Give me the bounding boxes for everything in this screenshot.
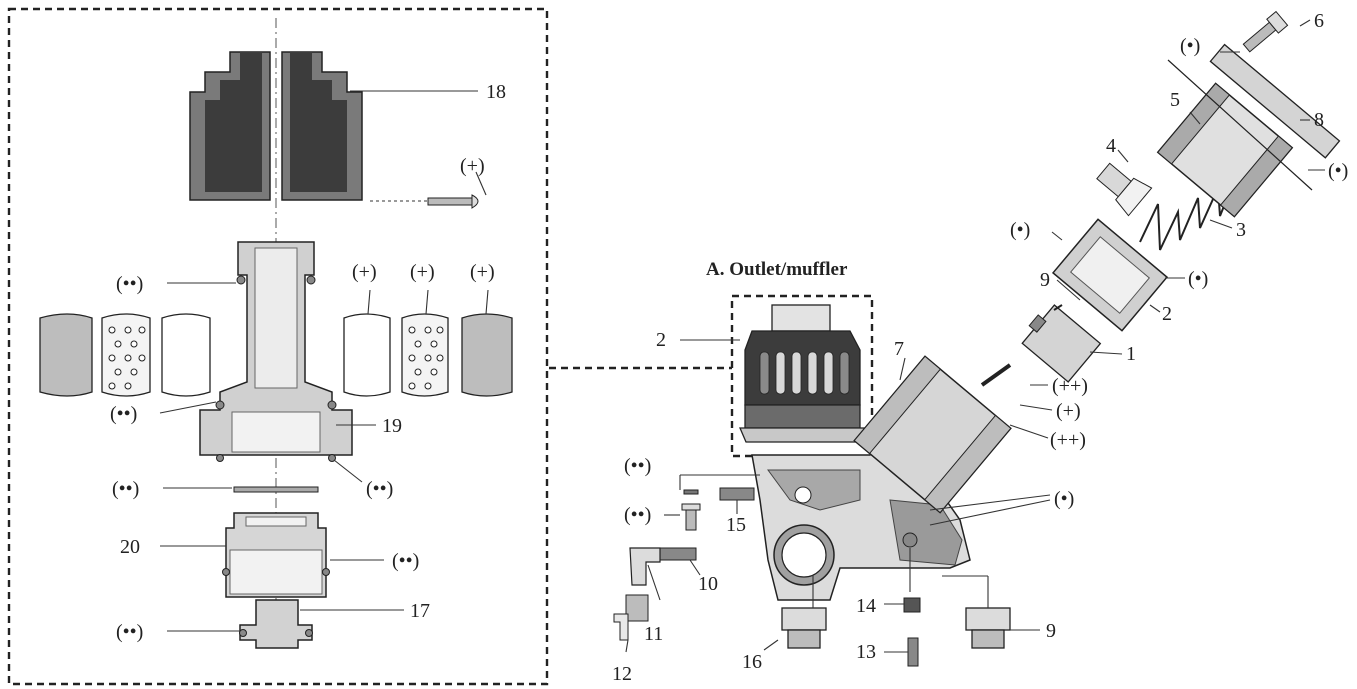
part-18-muffler-cap [189,51,363,201]
symbol-dot-2: (•) [1328,160,1348,182]
symbol-double-dot-8: (••) [624,504,651,526]
part-10-nipple [659,547,697,561]
left-leader-lines [159,90,489,632]
symbol-double-dot-7: (••) [624,455,651,477]
part-16-plug [781,607,827,649]
label-11: 11 [644,623,663,645]
label-9-lower: 9 [1046,620,1056,642]
label-6: 6 [1314,10,1324,32]
part-8-bracket [1209,43,1341,159]
part-11-elbow [629,547,661,586]
part-14-plug [903,597,921,613]
symbol-dot-3: (•) [1010,219,1030,241]
label-18: 18 [486,81,506,103]
label-8: 8 [1314,109,1324,131]
symbol-plus-1: (+) [352,261,377,283]
muffler-callout-box [730,294,874,458]
symbol-double-dot-4: (••) [366,478,393,500]
small-bolt-double-dot [681,503,701,531]
symbol-double-dot-3: (••) [112,478,139,500]
label-9-upper: 9 [1040,269,1050,291]
gasket-plate [1167,59,1313,191]
small-washer [683,489,699,495]
filter-sleeves-left [39,313,211,397]
part-2-muffler-assembled [739,304,867,443]
part-20-adapter [222,512,330,598]
part-7-bonnet [853,355,1012,514]
symbol-dot-4: (•) [1188,268,1208,290]
label-20: 20 [120,536,140,558]
symbol-double-plus-1: (++) [1052,375,1088,397]
diaphragm-ring [980,363,1012,387]
label-15: 15 [726,514,746,536]
label-5: 5 [1170,89,1180,111]
label-14: 14 [856,595,876,617]
symbol-dot-1: (•) [1180,35,1200,57]
label-4: 4 [1106,135,1116,157]
symbol-double-dot-5: (••) [392,550,419,572]
label-2-left: 2 [656,329,666,351]
part-19-muffler-tube [199,241,353,462]
gasket-thin [233,486,319,493]
part-15-fitting [719,487,755,501]
cap-screw-icon [370,194,479,209]
label-3: 3 [1236,219,1246,241]
label-16: 16 [742,651,762,673]
part-13-screw [907,637,919,667]
label-7: 7 [894,338,904,360]
label-10: 10 [698,573,718,595]
symbol-double-dot-6: (••) [116,621,143,643]
symbol-plus-2: (+) [410,261,435,283]
muffler-detail-frame [7,7,549,686]
symbol-plus-4: (+) [1056,400,1081,422]
symbol-plus-3: (+) [470,261,495,283]
part-17-bottom-plug [239,599,313,649]
label-13: 13 [856,641,876,663]
small-ring [1053,304,1063,311]
label-2-right: 2 [1162,303,1172,325]
label-12: 12 [612,663,632,685]
right-leader-lines [625,19,1325,653]
outlet-muffler-title: A. Outlet/muffler [706,259,848,280]
symbol-double-plus-2: (++) [1050,429,1086,451]
part-2-upper-flange [1051,218,1169,332]
symbol-plus-cap: (+) [460,155,485,177]
part-4-screw-icon [1096,162,1153,217]
symbol-dot-5: (•) [1054,488,1074,510]
part-9-plug [965,607,1011,649]
filter-sleeves-right [343,313,513,397]
label-1: 1 [1126,343,1136,365]
label-19: 19 [382,415,402,437]
part-12-valve [613,594,649,641]
label-17: 17 [410,600,430,622]
symbol-double-dot-1: (••) [116,273,143,295]
symbol-double-dot-2: (••) [110,403,137,425]
part-6-bolt-icon [1242,10,1289,53]
part-1-piston [1021,304,1102,383]
